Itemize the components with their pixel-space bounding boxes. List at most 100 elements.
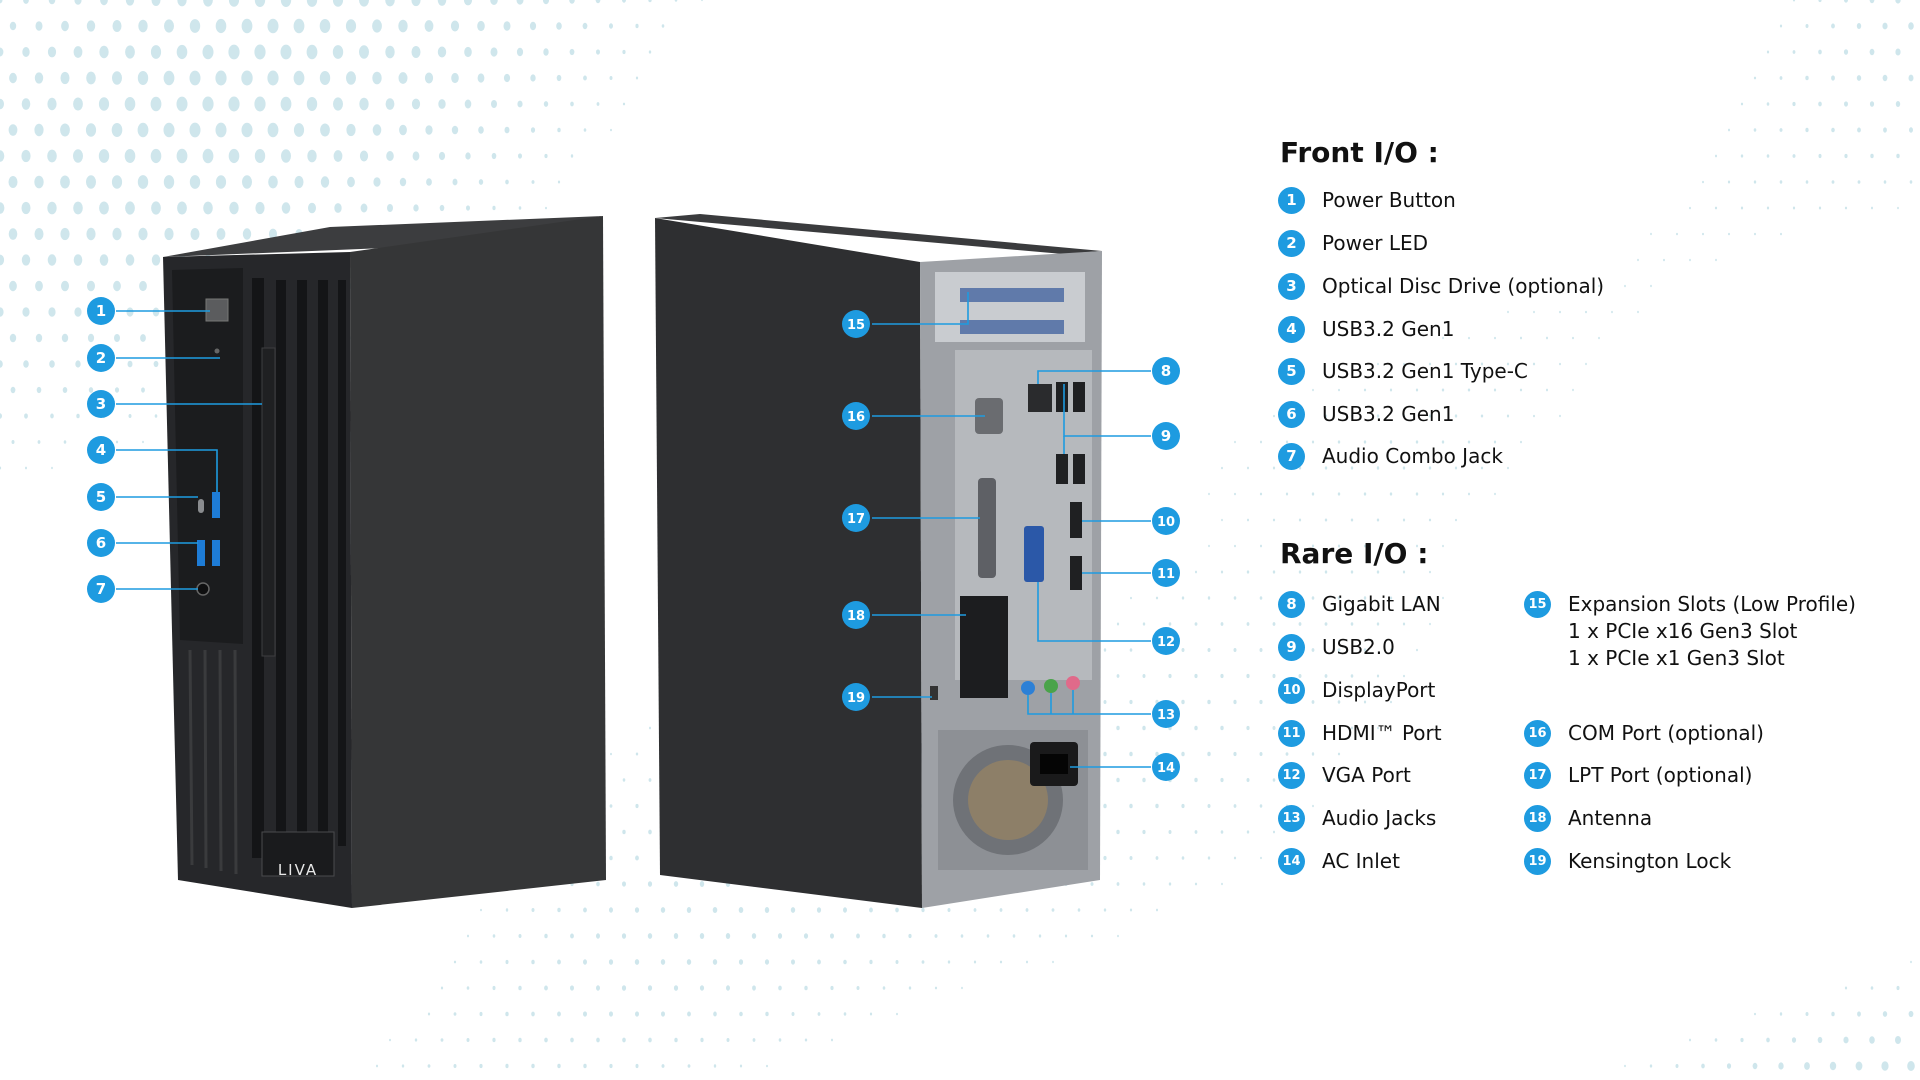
callout-14: 14	[1152, 753, 1180, 781]
callout-4: 4	[87, 436, 115, 464]
legend-item-16: 16 COM Port (optional)	[1524, 720, 1764, 747]
svg-text:10: 10	[1157, 515, 1175, 530]
legend-label: USB3.2 Gen1	[1322, 402, 1455, 426]
callout-3: 3	[87, 390, 115, 418]
legend-item-3: 3 Optical Disc Drive (optional)	[1278, 273, 1604, 300]
legend-label: HDMI™ Port	[1322, 721, 1442, 745]
legend-item-9: 9 USB2.0	[1278, 634, 1395, 661]
legend-label: Antenna	[1568, 806, 1653, 830]
svg-text:18: 18	[847, 609, 865, 624]
expansion-detail-2: 1 x PCIe x1 Gen3 Slot	[1568, 646, 1785, 670]
legend-item-11: 11 HDMI™ Port	[1278, 720, 1442, 747]
callout-19: 19	[842, 683, 870, 711]
number-badge: 4	[1278, 316, 1305, 343]
rear-view-pc	[655, 214, 1102, 908]
legend-label: Gigabit LAN	[1322, 592, 1441, 616]
legend-label: Audio Jacks	[1322, 806, 1437, 830]
number-badge: 14	[1278, 848, 1305, 875]
number-badge: 1	[1278, 187, 1305, 214]
number-badge: 5	[1278, 358, 1305, 385]
number-badge: 9	[1278, 634, 1305, 661]
legend-item-2: 2 Power LED	[1278, 230, 1428, 257]
legend-label: AC Inlet	[1322, 849, 1400, 873]
legend-item-12: 12 VGA Port	[1278, 762, 1411, 789]
number-badge: 11	[1278, 720, 1305, 747]
legend-item-10: 10 DisplayPort	[1278, 677, 1435, 704]
callout-8: 8	[1152, 357, 1180, 385]
svg-text:17: 17	[847, 512, 865, 527]
callout-5: 5	[87, 483, 115, 511]
io-legend: Front I/O : 1 Power Button 2 Power LED 3…	[1276, 130, 1896, 890]
legend-label: VGA Port	[1322, 763, 1411, 787]
front-view-pc: LIVA	[163, 216, 606, 908]
svg-text:4: 4	[96, 441, 106, 459]
number-badge: 13	[1278, 805, 1305, 832]
legend-item-6: 6 USB3.2 Gen1	[1278, 401, 1454, 428]
legend-item-13: 13 Audio Jacks	[1278, 805, 1436, 832]
liva-logo: LIVA	[278, 861, 318, 879]
svg-text:7: 7	[96, 580, 106, 598]
rear-io-title: Rare I/O :	[1280, 537, 1429, 570]
front-io-title: Front I/O :	[1280, 136, 1439, 169]
legend-label: Power Button	[1322, 188, 1456, 212]
svg-text:2: 2	[96, 349, 106, 367]
expansion-detail-1: 1 x PCIe x16 Gen3 Slot	[1568, 619, 1798, 643]
svg-text:15: 15	[847, 318, 865, 333]
callout-12: 12	[1152, 627, 1180, 655]
svg-text:12: 12	[1157, 635, 1175, 650]
svg-text:5: 5	[96, 488, 106, 506]
svg-text:1: 1	[96, 302, 106, 320]
svg-text:14: 14	[1157, 761, 1175, 776]
callout-badges: 1 2 3 4 5 6 7 15 16 17 18 19 8 9 10 11 1…	[87, 297, 1180, 781]
legend-label: Expansion Slots (Low Profile)	[1568, 592, 1856, 616]
legend-item-1: 1 Power Button	[1278, 187, 1456, 214]
product-figure: LIVA	[87, 214, 1180, 908]
legend-label: Audio Combo Jack	[1322, 444, 1503, 468]
svg-text:13: 13	[1157, 708, 1175, 723]
callout-6: 6	[87, 529, 115, 557]
legend-label: LPT Port (optional)	[1568, 763, 1753, 787]
number-badge: 10	[1278, 677, 1305, 704]
legend-item-19: 19 Kensington Lock	[1524, 848, 1731, 875]
number-badge: 16	[1524, 720, 1551, 747]
callout-lines	[116, 292, 1151, 768]
callout-17: 17	[842, 504, 870, 532]
callout-16: 16	[842, 402, 870, 430]
legend-item-7: 7 Audio Combo Jack	[1278, 443, 1503, 470]
callout-7: 7	[87, 575, 115, 603]
callout-13: 13	[1152, 700, 1180, 728]
legend-label: Kensington Lock	[1568, 849, 1732, 873]
legend-label: Power LED	[1322, 231, 1429, 255]
number-badge: 2	[1278, 230, 1305, 257]
svg-text:9: 9	[1161, 427, 1171, 445]
legend-label: Optical Disc Drive (optional)	[1322, 274, 1605, 298]
svg-text:19: 19	[847, 691, 865, 706]
legend-item-14: 14 AC Inlet	[1278, 848, 1400, 875]
number-badge: 3	[1278, 273, 1305, 300]
callout-11: 11	[1152, 559, 1180, 587]
svg-text:6: 6	[96, 534, 106, 552]
legend-label: USB3.2 Gen1	[1322, 317, 1455, 341]
svg-text:3: 3	[96, 395, 106, 413]
legend-item-15: 15 Expansion Slots (Low Profile) 1 x PCI…	[1524, 591, 1856, 672]
number-badge: 6	[1278, 401, 1305, 428]
callout-10: 10	[1152, 507, 1180, 535]
legend-item-5: 5 USB3.2 Gen1 Type-C	[1278, 358, 1528, 385]
callout-18: 18	[842, 601, 870, 629]
svg-text:11: 11	[1157, 567, 1175, 582]
callout-9: 9	[1152, 422, 1180, 450]
svg-text:8: 8	[1161, 362, 1171, 380]
callout-1: 1	[87, 297, 115, 325]
number-badge: 12	[1278, 762, 1305, 789]
legend-item-8: 8 Gigabit LAN	[1278, 591, 1441, 618]
legend-label: COM Port (optional)	[1568, 721, 1764, 745]
svg-text:16: 16	[847, 410, 865, 425]
legend-label: USB2.0	[1322, 635, 1395, 659]
legend-item-17: 17 LPT Port (optional)	[1524, 762, 1752, 789]
callout-15: 15	[842, 310, 870, 338]
legend-label: DisplayPort	[1322, 678, 1436, 702]
number-badge: 7	[1278, 443, 1305, 470]
legend-item-4: 4 USB3.2 Gen1	[1278, 316, 1454, 343]
legend-label: USB3.2 Gen1 Type-C	[1322, 359, 1528, 383]
number-badge: 18	[1524, 805, 1551, 832]
